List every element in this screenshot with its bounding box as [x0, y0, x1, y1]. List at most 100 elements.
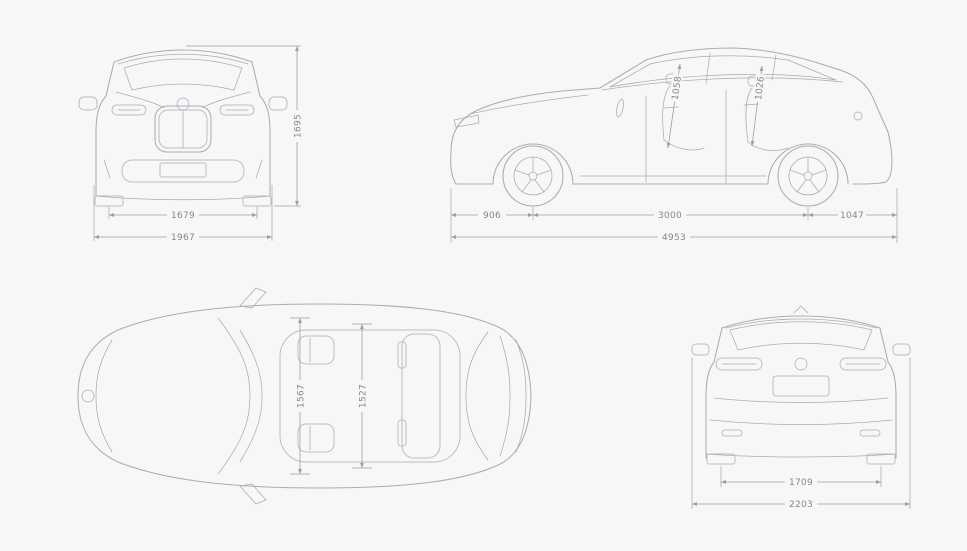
side-view: 1058 1026 906 3000 1 [450, 47, 898, 243]
hood-crease-right [201, 91, 251, 109]
tailgate-crease [713, 397, 889, 403]
front-dimensions: 1695 1679 1967 [93, 45, 304, 243]
svg-text:1047: 1047 [840, 211, 864, 221]
mirror-left [691, 343, 710, 356]
front-seat-right [297, 423, 335, 453]
rear-window-line [465, 331, 489, 461]
svg-text:1058: 1058 [671, 76, 684, 101]
svg-text:4953: 4953 [662, 233, 686, 243]
dim-label-width: 1967 [167, 232, 199, 243]
wheel-left [706, 453, 736, 465]
dim-label-rear-interior-width: 1527 [357, 380, 369, 412]
rear-view: 1709 2203 [691, 305, 911, 510]
windshield [123, 58, 243, 91]
rear-wheel-spokes [789, 156, 827, 193]
front-seat-left [297, 335, 335, 365]
bumper-bottom-line [705, 453, 897, 458]
beltline [601, 77, 844, 91]
dim-label-overall-length: 4953 [658, 232, 690, 243]
svg-text:1695: 1695 [294, 114, 304, 138]
wheel-right [866, 453, 896, 465]
rear-headrest-left [397, 341, 407, 369]
bumper-bottom-line [95, 195, 271, 201]
charge-port [853, 111, 863, 121]
front-seat-cushion [663, 139, 705, 151]
rear-window [729, 321, 873, 351]
svg-text:1527: 1527 [359, 384, 369, 408]
mirror-bottom [239, 483, 267, 505]
dim-label-wheelbase: 3000 [654, 210, 686, 221]
bmw-roundel-icon [794, 357, 808, 371]
bmw-roundel-icon [81, 389, 95, 403]
svg-text:2203: 2203 [789, 500, 813, 510]
front-car-drawing [78, 49, 288, 207]
roof-inner-line [725, 318, 877, 329]
dim-label-height: 1695 [292, 110, 304, 142]
rear-seat-back [745, 87, 753, 143]
side-dimensions: 1058 1026 906 3000 1 [450, 63, 898, 243]
kidney-grille [154, 105, 212, 153]
svg-text:1709: 1709 [789, 478, 813, 488]
rear-car-drawing [691, 305, 911, 465]
svg-text:1679: 1679 [171, 211, 195, 221]
svg-text:1967: 1967 [171, 233, 195, 243]
side-glass-outline [609, 55, 837, 88]
taillight-left [715, 357, 763, 371]
roof-inner-line [117, 53, 249, 65]
wheel-right [242, 195, 272, 207]
car-body-outline [705, 315, 897, 459]
dim-label-front-overhang: 906 [478, 210, 506, 221]
svg-text:1026: 1026 [754, 76, 767, 101]
dim-label-rear-overhang: 1047 [838, 210, 866, 221]
dim-label-front-headroom: 1058 [669, 73, 684, 103]
bmw-roundel-icon [176, 97, 190, 111]
dim-label-rear-track: 1709 [785, 477, 817, 488]
dim-label-front-interior-width: 1567 [295, 380, 307, 412]
mirror-right [892, 343, 911, 356]
rear-dimensions: 1709 2203 [691, 358, 911, 510]
svg-text:1567: 1567 [297, 384, 307, 408]
hood-front-line [95, 339, 113, 453]
dim-label-track: 1679 [167, 210, 199, 221]
b-pillar [705, 52, 711, 84]
wheel-left [94, 195, 124, 207]
taillight-right [839, 357, 887, 371]
rear-headrest-right [397, 419, 407, 447]
car-body-outline [77, 303, 532, 489]
mirror-top [239, 287, 267, 309]
front-wheel-hub [528, 171, 538, 181]
door-handle-front [663, 106, 679, 109]
trunk-line [499, 335, 511, 457]
car-body-outline [95, 49, 271, 197]
steering-wheel [616, 98, 624, 118]
c-pillar [771, 54, 777, 81]
rear-bench-seat [401, 333, 441, 459]
rear-seat-cushion [747, 141, 789, 151]
car-body-outline [450, 47, 893, 185]
mirror-left [78, 96, 98, 111]
rear-wheel-arch [767, 143, 849, 185]
license-plate [159, 162, 207, 178]
rear-wheel [777, 145, 839, 207]
top-dimensions: 1567 1527 [290, 317, 372, 475]
rear-wheel-hub [803, 171, 813, 181]
front-wheel-arch [492, 143, 574, 185]
front-wheel-spokes [514, 156, 552, 193]
hood-cut-line [469, 94, 589, 115]
roof-antenna [793, 305, 809, 314]
reflector-left [721, 429, 743, 437]
headlight-side [453, 114, 480, 128]
headlight-left [111, 104, 147, 116]
top-car-drawing [77, 287, 532, 505]
corner-vent-left [103, 159, 111, 179]
panoramic-roof [279, 329, 461, 463]
reflector-right [859, 429, 881, 437]
front-wheel [502, 145, 564, 207]
hood-crease-left [115, 91, 165, 109]
dim-label-rear-width: 2203 [785, 499, 817, 510]
front-view: 1695 1679 1967 [78, 45, 304, 243]
dim-label-rear-headroom: 1026 [752, 73, 767, 103]
svg-text:906: 906 [483, 211, 501, 221]
top-view: 1567 1527 [77, 287, 532, 505]
